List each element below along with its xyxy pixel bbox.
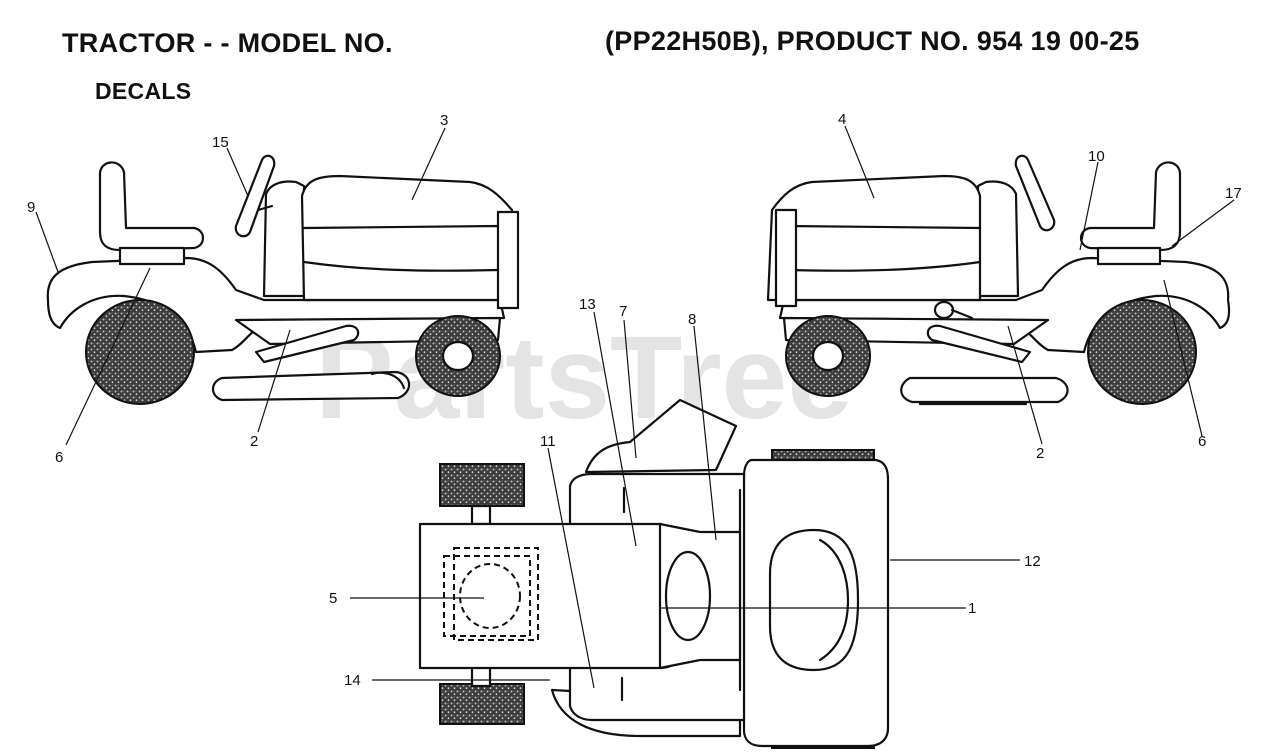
front-hub-right [811,340,845,372]
deck-chute-left [370,371,406,390]
callout-4: 4 [838,111,846,128]
tractor-right-side-view [766,154,1231,406]
hood-curve-right [784,260,982,272]
seat-top [768,528,860,672]
rear-body-left [46,256,506,354]
callout-1: 1 [968,600,976,617]
front-grille-left [496,210,520,310]
mower-deck-left [211,370,411,402]
callout-2-left: 2 [250,433,258,450]
dash-tower-right [976,180,1020,298]
callout-17: 17 [1225,185,1242,202]
front-right-wheel-top [439,683,525,725]
front-grille-right [774,208,798,308]
lift-lever-right [926,324,1032,364]
callout-15: 15 [212,134,229,151]
front-left-wheel-top [439,463,525,507]
callout-6-right: 6 [1198,433,1206,450]
seat-left [98,161,205,252]
throttle-stem-right [950,308,974,320]
callout-5: 5 [329,590,337,607]
mower-deck-right [900,376,1069,404]
product-number-title: (PP22H50B), PRODUCT NO. 954 19 00-25 [605,26,1140,56]
steering-column-left [256,204,274,212]
seat-base-right [1096,246,1162,266]
tractor-left-side-view [46,154,520,405]
callout-11: 11 [540,433,556,450]
hood-top [418,522,680,670]
hood-left [300,174,518,302]
axle-upper-top [470,504,492,526]
rear-body-right [778,256,1231,354]
callout-9: 9 [27,199,35,216]
engine-outline-inner [443,555,531,637]
leader-lines [35,125,1235,689]
steering-wheel-left [234,154,276,238]
front-hub-left [441,340,475,372]
hood-right [766,174,982,302]
rear-wheel-left [85,299,195,405]
section-title: DECALS [95,78,192,104]
engine-outline-outer [453,547,539,641]
lift-lever-left [254,324,360,364]
callout-3: 3 [440,112,448,129]
callout-8: 8 [688,311,696,328]
steering-wheel-top [664,550,712,642]
throttle-knob-right [933,300,955,320]
steering-wheel-right [1014,154,1056,232]
callout-7: 7 [619,303,627,320]
discharge-chute-top [584,398,738,474]
callout-14: 14 [344,672,361,689]
hood-curve-left [302,260,500,272]
dash-tower-left [262,180,306,298]
seat-base-left [118,246,186,266]
callout-10: 10 [1088,148,1105,165]
rear-wheel-right [1087,299,1197,405]
seat-back-top [818,538,850,662]
callout-12: 12 [1024,553,1041,570]
tractor-top-view [418,398,890,749]
callout-6-left: 6 [55,449,63,466]
model-title: TRACTOR - - MODEL NO. [62,28,393,58]
seat-right [1079,161,1182,252]
callout-13: 13 [579,296,596,313]
callout-2-right: 2 [1036,445,1044,462]
engine-cover-top [459,563,521,629]
